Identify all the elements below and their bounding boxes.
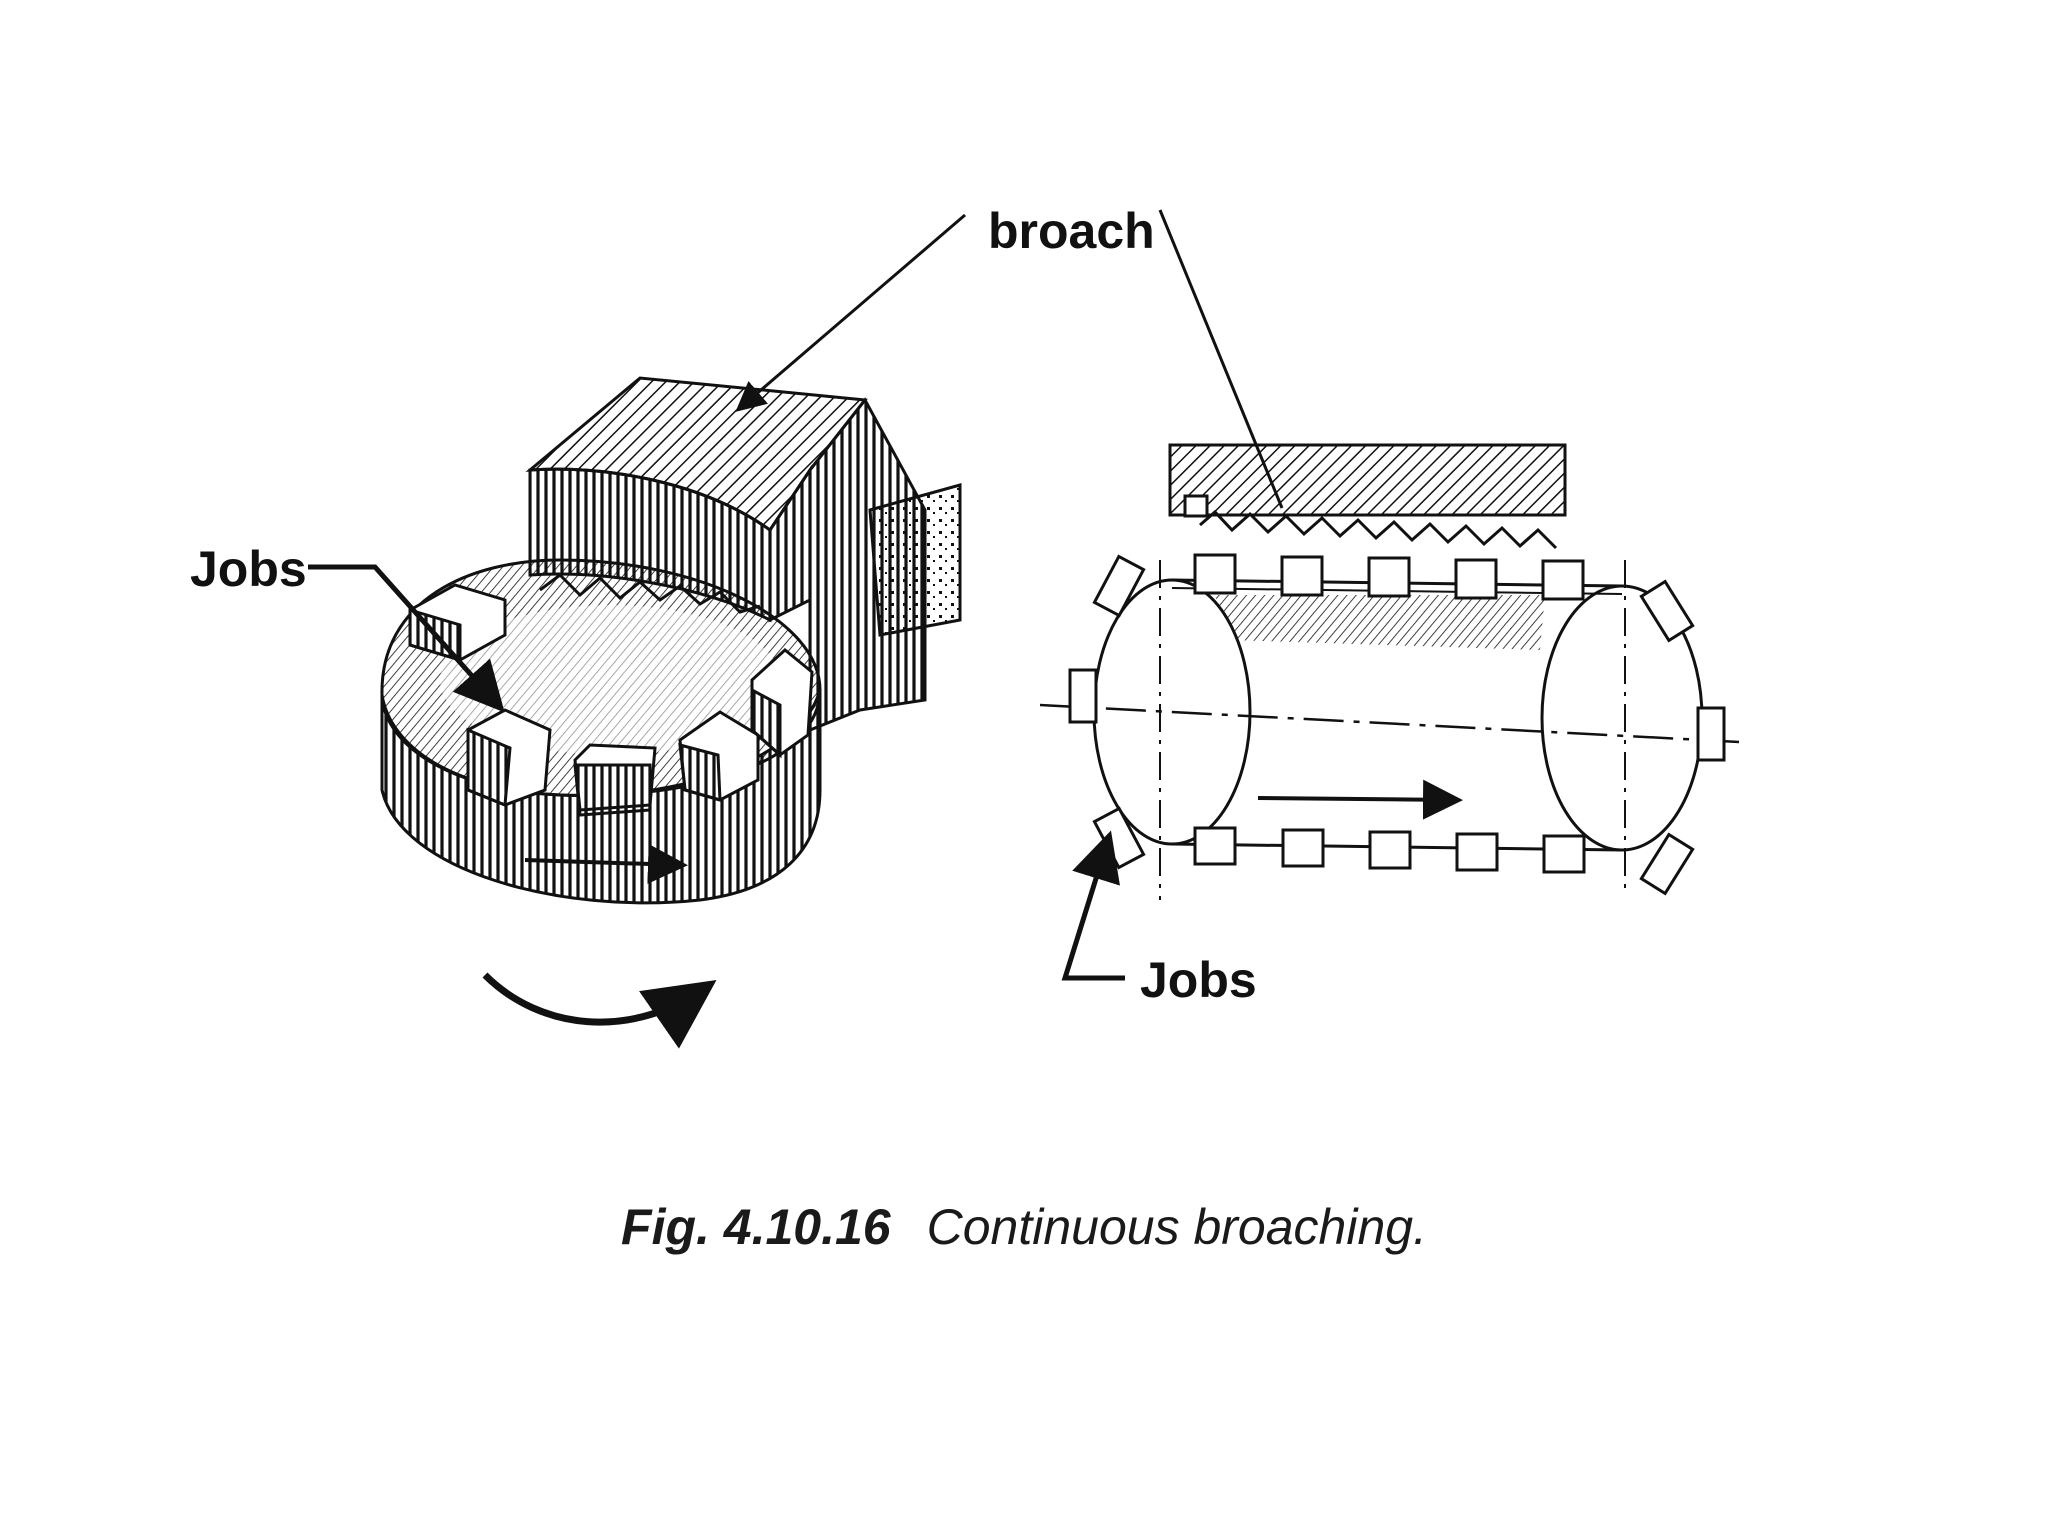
job-block <box>1280 555 1324 597</box>
broach-teeth <box>1199 509 1558 550</box>
job-block <box>1639 832 1695 896</box>
job-block <box>1092 554 1146 618</box>
figure-caption: Fig. 4.10.16 Continuous broaching. <box>0 1198 2048 1256</box>
jobs-leader-left <box>308 564 505 713</box>
job-block <box>1541 559 1585 601</box>
job-block <box>1368 830 1412 870</box>
feed-direction-arrow <box>1257 779 1463 820</box>
job-block <box>1455 832 1499 872</box>
linear-broaching-machine <box>1039 443 1741 900</box>
job-block <box>1193 826 1237 866</box>
job-block <box>573 743 657 817</box>
rotary-broaching-machine <box>380 376 962 1049</box>
annotations: broach Jobs Jobs <box>190 203 1284 1008</box>
rotation-arrow <box>482 972 717 1049</box>
broach-holder <box>1168 443 1567 517</box>
label-jobs-left: Jobs <box>190 541 307 597</box>
broach-leader-left <box>735 213 966 412</box>
rotary-jobs <box>408 583 814 817</box>
figure-title: Continuous broaching. <box>926 1199 1427 1255</box>
job-block <box>1193 553 1237 595</box>
job-block <box>1068 668 1098 724</box>
job-block <box>1542 834 1586 874</box>
centre-line <box>1039 703 1741 744</box>
job-block <box>1454 558 1498 600</box>
broach-housing-back <box>868 483 962 637</box>
job-block <box>1281 828 1325 868</box>
job-block <box>1696 706 1726 762</box>
table-direction-arrow <box>524 843 688 884</box>
figure-number: Fig. 4.10.16 <box>621 1199 891 1255</box>
job-block <box>678 710 760 803</box>
job-block <box>466 708 552 808</box>
jobs-leader-right <box>1061 830 1125 981</box>
chain-jobs <box>1068 553 1726 896</box>
broach-leader-right <box>1158 209 1284 509</box>
job-block <box>750 648 814 759</box>
job-block <box>1639 579 1695 643</box>
label-jobs-right: Jobs <box>1140 952 1257 1008</box>
label-broach: broach <box>988 203 1155 259</box>
job-block <box>1367 556 1411 598</box>
